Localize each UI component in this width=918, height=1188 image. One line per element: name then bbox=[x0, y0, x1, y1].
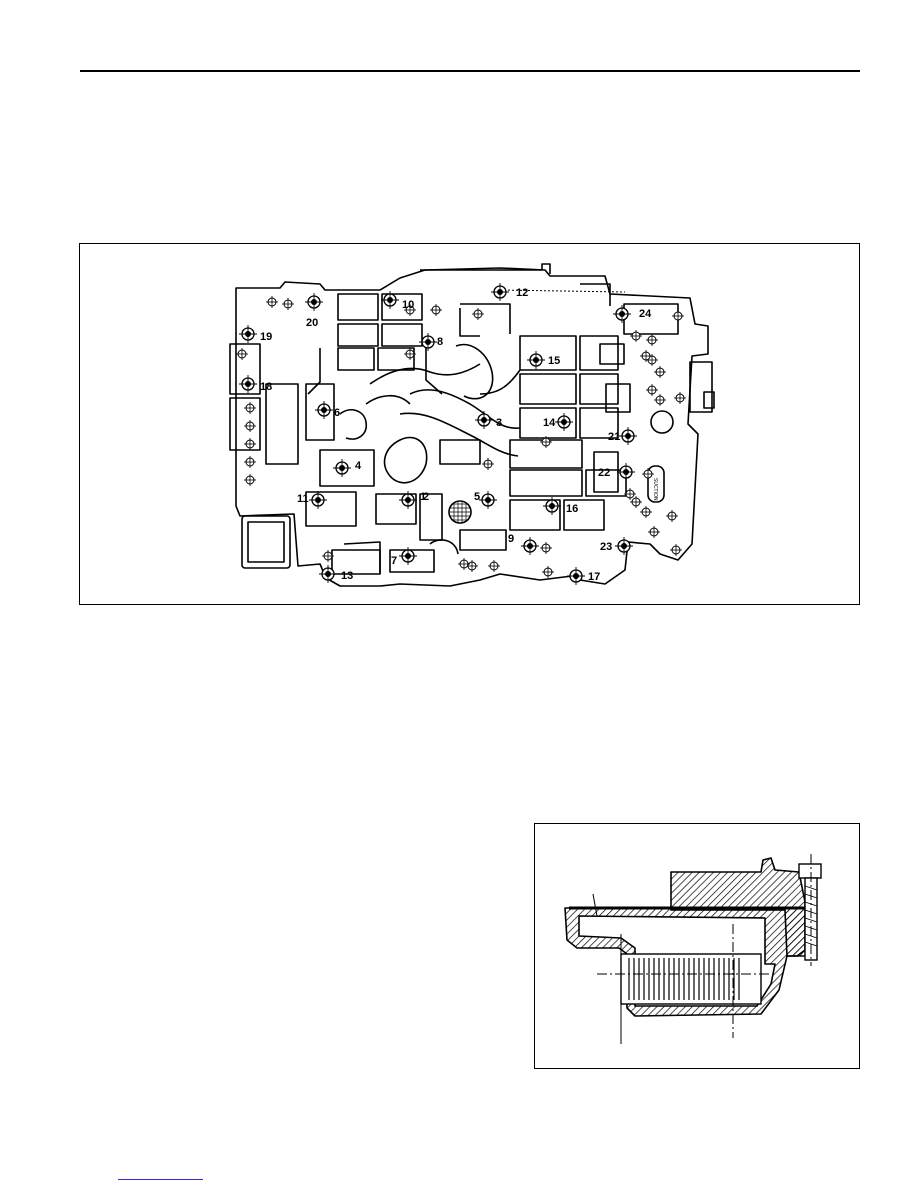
hole-marker bbox=[654, 366, 666, 378]
hole-marker bbox=[672, 310, 684, 322]
callout-15: 15 bbox=[548, 355, 560, 367]
bolt-marker bbox=[319, 565, 337, 583]
hole-marker bbox=[542, 566, 554, 578]
cross-section-drawing bbox=[564, 854, 822, 1044]
hole-marker bbox=[630, 496, 642, 508]
hole-marker bbox=[244, 402, 256, 414]
solenoid-block bbox=[241, 515, 291, 569]
bolt-marker bbox=[527, 351, 545, 369]
callout-12: 12 bbox=[516, 287, 528, 299]
hole-marker bbox=[540, 436, 552, 448]
bolt-marker bbox=[381, 291, 399, 309]
suction-label: SUCTION bbox=[652, 478, 658, 501]
hole-marker bbox=[640, 350, 652, 362]
callout-18: 18 bbox=[260, 381, 272, 393]
hole-marker bbox=[674, 392, 686, 404]
hole-marker bbox=[236, 348, 248, 360]
bolt-marker bbox=[309, 491, 327, 509]
bolt-marker bbox=[567, 567, 585, 585]
hole-marker bbox=[624, 488, 636, 500]
hole-marker bbox=[630, 330, 642, 342]
callout-21: 21 bbox=[608, 431, 620, 443]
hole-marker bbox=[244, 456, 256, 468]
filter-cross-section-diagram bbox=[534, 823, 860, 1069]
callout-16: 16 bbox=[566, 503, 578, 515]
bolt-marker bbox=[555, 413, 573, 431]
callout-24: 24 bbox=[639, 308, 652, 320]
bolt-marker bbox=[521, 537, 539, 555]
hole-marker bbox=[654, 394, 666, 406]
bolt-marker bbox=[619, 427, 637, 445]
callout-11: 11 bbox=[297, 493, 309, 505]
hole-marker bbox=[646, 334, 658, 346]
callout-9: 9 bbox=[508, 533, 514, 545]
suction-port bbox=[647, 465, 665, 503]
bolt-marker bbox=[491, 283, 509, 301]
callout-5: 5 bbox=[474, 491, 480, 503]
callout-22: 22 bbox=[598, 467, 610, 479]
bolt-marker bbox=[239, 325, 257, 343]
bolt-marker bbox=[333, 459, 351, 477]
bolt-marker bbox=[613, 305, 631, 323]
hole-marker bbox=[666, 510, 678, 522]
bolt-marker bbox=[239, 375, 257, 393]
hole-marker bbox=[642, 468, 654, 480]
pan-bolt-head bbox=[798, 863, 822, 879]
callout-labels: 1 2 3 4 5 6 7 8 9 10 11 12 13 14 15 16 1… bbox=[260, 287, 652, 583]
callout-2: 2 bbox=[423, 491, 429, 503]
hole-marker bbox=[540, 542, 552, 554]
callout-8: 8 bbox=[437, 336, 443, 348]
callout-19: 19 bbox=[260, 331, 272, 343]
hole-marker bbox=[244, 438, 256, 450]
bolt-marker bbox=[615, 537, 633, 555]
hole-marker bbox=[244, 420, 256, 432]
hole-marker bbox=[404, 304, 416, 316]
callout-14: 14 bbox=[543, 417, 556, 429]
callout-1: 1 bbox=[420, 491, 426, 503]
footer-link-underline bbox=[118, 1179, 203, 1180]
valve-body-drawing: 1 2 3 4 5 6 7 8 9 10 11 12 13 14 15 16 1… bbox=[229, 263, 715, 587]
bolt-marker bbox=[479, 491, 497, 509]
header-rule bbox=[80, 70, 860, 72]
callout-7: 7 bbox=[391, 555, 397, 567]
callout-20: 20 bbox=[306, 317, 318, 329]
filter-screen bbox=[448, 500, 472, 524]
filter-element bbox=[620, 953, 762, 1005]
hole-marker bbox=[488, 560, 500, 572]
hole-marker bbox=[266, 296, 278, 308]
bolt-marker bbox=[543, 497, 561, 515]
hole-marker bbox=[472, 308, 484, 320]
bolt-marker bbox=[475, 411, 493, 429]
hole-marker bbox=[244, 474, 256, 486]
callout-10: 10 bbox=[402, 299, 414, 311]
hole-marker bbox=[430, 304, 442, 316]
callout-13: 13 bbox=[341, 570, 353, 582]
hole-marker bbox=[640, 506, 652, 518]
hole-marker bbox=[648, 526, 660, 538]
callout-17: 17 bbox=[588, 571, 600, 583]
valve-body-bolt-diagram: 1 2 3 4 5 6 7 8 9 10 11 12 13 14 15 16 1… bbox=[79, 243, 860, 605]
hole-marker bbox=[404, 348, 416, 360]
bolt-marker bbox=[399, 491, 417, 509]
hole-marker bbox=[282, 298, 294, 310]
bolt-marker bbox=[419, 333, 437, 351]
hole-marker bbox=[646, 384, 658, 396]
hole-marker bbox=[322, 550, 334, 562]
callout-3: 3 bbox=[496, 417, 502, 429]
hole-marker bbox=[670, 544, 682, 556]
hole-marker bbox=[458, 558, 470, 570]
bolt-markers bbox=[236, 283, 686, 585]
bolt-marker bbox=[617, 463, 635, 481]
callout-6: 6 bbox=[334, 407, 340, 419]
callout-23: 23 bbox=[600, 541, 612, 553]
bolt-marker bbox=[315, 401, 333, 419]
bolt-marker bbox=[399, 547, 417, 565]
bolt-marker bbox=[305, 293, 323, 311]
hole-marker bbox=[482, 458, 494, 470]
callout-4: 4 bbox=[355, 460, 362, 472]
